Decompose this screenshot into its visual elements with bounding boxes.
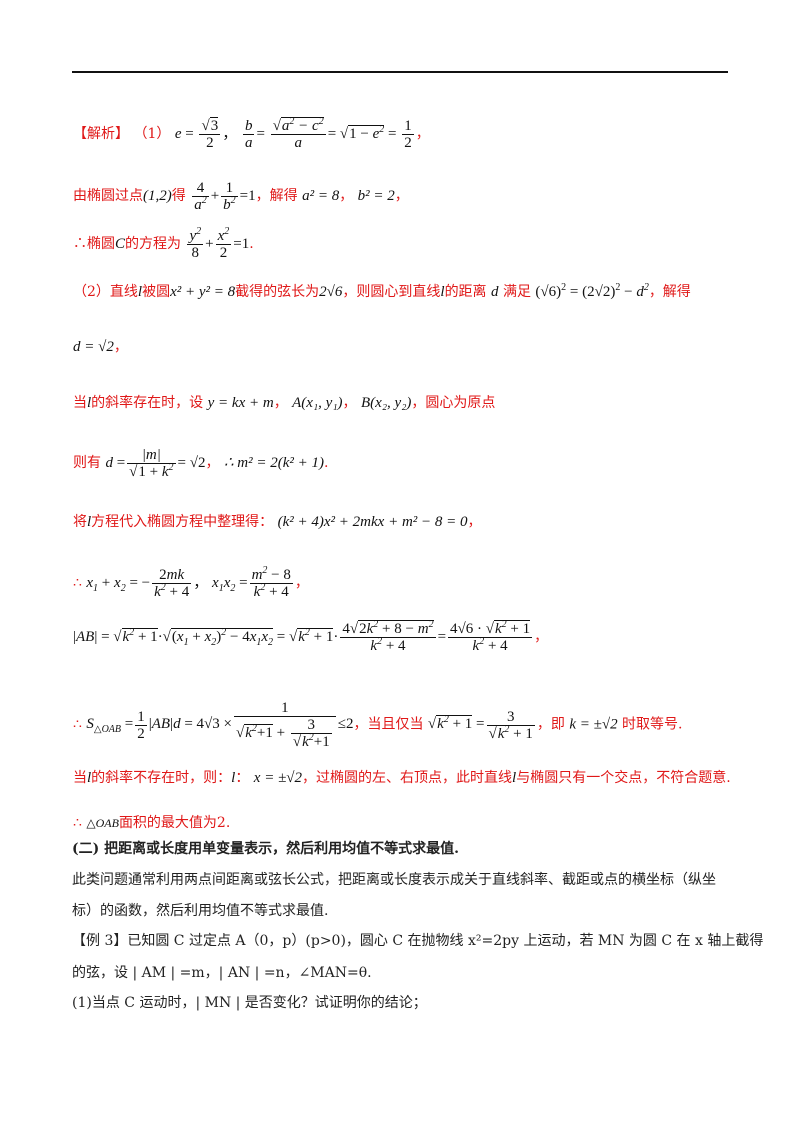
- vertex-text: ，过椭圆的左、右顶点，此时直线: [302, 770, 513, 786]
- section-paragraph-2: 标）的函数，然后利用均值不等式求最值.: [72, 903, 329, 919]
- chord-text: 截得的弦长为: [235, 284, 320, 300]
- invalid-text: 与椭圆只有一个交点，不符合题意.: [516, 770, 731, 786]
- substitute-text: 将: [73, 514, 87, 530]
- example-question-1: (1)当点 C 运动时，| MN | 是否变化？试证明你的结论；: [72, 995, 427, 1011]
- max-area-text: 面积的最大值为2.: [118, 815, 231, 831]
- therefore-symbol-2: ∴: [73, 815, 82, 831]
- then-text: 则有: [73, 454, 101, 471]
- point-coordinates: (1,2): [143, 187, 172, 204]
- circle-text: 被圆: [142, 284, 171, 300]
- a-squared-value: a² = 8: [302, 187, 340, 204]
- point-a: A(x₁, y₁): [292, 395, 343, 411]
- section-heading: (二) 把距离或长度用单变量表示，然后利用均值不等式求最值.: [72, 841, 459, 857]
- vertical-line-equation: x = ±√2: [253, 770, 303, 786]
- header-rule: [72, 71, 728, 73]
- b-squared-value: b² = 2: [357, 187, 395, 204]
- chord-length-formula: |AB| = √k2 + 1·√(x1 + x2)2 − 4x1x2 = √k2…: [73, 619, 533, 654]
- analysis-line-6: 当l的斜率存在时，设 y = kx + m， A(x₁, y₁)， B(x₂, …: [73, 395, 496, 411]
- equation-text: 的方程为: [125, 235, 182, 252]
- when-text-2: 当: [73, 770, 87, 786]
- distance-relation: (√6)2 = (2√2)2 − d2: [535, 282, 649, 301]
- get-text: 得: [171, 187, 186, 204]
- when-text: 当: [73, 395, 87, 411]
- ellipse-text: ∴椭圆: [73, 235, 115, 252]
- substitute-text-2: 方程代入椭圆方程中整理得：: [91, 514, 274, 530]
- analysis-line-5: d = √2，: [73, 339, 128, 355]
- line-equation: y = kx + m: [207, 395, 274, 411]
- distance-formula: d =|m|√1 + k2= √2: [105, 447, 206, 480]
- equality-holds-text: 时取等号.: [622, 716, 683, 733]
- part1-marker: （1）: [133, 125, 171, 142]
- example-statement-2: 的弦，设 | AM | =m，| AN | =n，∠MAN=θ.: [72, 965, 372, 981]
- distance-label: 的距离: [444, 284, 487, 300]
- part2-marker: （2）直线: [73, 284, 138, 300]
- analysis-line-7: 则有 d =|m|√1 + k2= √2， ∴ m² = 2(k² + 1).: [73, 447, 329, 480]
- chord-length: 2√6: [319, 284, 343, 300]
- analysis-line-8: 将l方程代入椭圆方程中整理得： (k² + 4)x² + 2mkx + m² −…: [73, 514, 482, 530]
- section-paragraph-1: 此类问题通常利用两点间距离或弦长公式，把距离或长度表示成关于直线斜率、截距或点的…: [72, 872, 716, 888]
- triangle-label: △OAB: [86, 816, 119, 830]
- therefore-symbol: ∴: [73, 574, 82, 591]
- satisfy-text: 满足: [502, 284, 531, 300]
- point-text: 由椭圆过点: [73, 187, 143, 204]
- analysis-line-13: ∴ △OAB面积的最大值为2.: [73, 812, 230, 834]
- point-b: B(x₂, y₂): [361, 395, 412, 411]
- equality-text: ，当且仅当: [353, 716, 424, 733]
- origin-text: ，圆心为原点: [411, 395, 496, 411]
- distance-value: d = √2: [73, 339, 114, 355]
- solve-text: ，解得: [255, 187, 298, 204]
- i-e-text: ，即: [536, 716, 565, 733]
- k-value: k = ±√2: [569, 716, 618, 733]
- ellipse-name: C: [115, 235, 126, 252]
- quadratic-equation: (k² + 4)x² + 2mkx + m² − 8 = 0: [277, 514, 468, 530]
- equality-condition: √k2 + 1 =3√k2 + 1: [427, 708, 535, 742]
- distance-text: ，则圆心到直线: [342, 284, 441, 300]
- example-statement-1: 【例 3】已知圆 C 过定点 A（0，p）(p>0)，圆心 C 在抛物线 x²=…: [72, 933, 764, 949]
- no-slope-text: 的斜率不存在时，则：: [91, 770, 232, 786]
- analysis-label: 【解析】: [73, 125, 129, 142]
- circle-equation: x² + y² = 8: [170, 284, 236, 300]
- slope-exists-text: 的斜率存在时，设: [91, 395, 204, 411]
- line-name: l: [137, 284, 143, 300]
- solve-text-2: ，解得: [648, 284, 691, 300]
- m-squared-relation: ∴ m² = 2(k² + 1): [223, 454, 324, 471]
- analysis-line-12: 当l的斜率不存在时，则：l： x = ±√2，过椭圆的左、右顶点，此时直线l与椭…: [73, 770, 731, 786]
- analysis-line-4: （2）直线l被圆x² + y² = 8截得的弦长为2√6，则圆心到直线l的距离 …: [73, 282, 691, 301]
- analysis-line-10: |AB| = √k2 + 1·√(x1 + x2)2 − 4x1x2 = √k2…: [73, 619, 549, 655]
